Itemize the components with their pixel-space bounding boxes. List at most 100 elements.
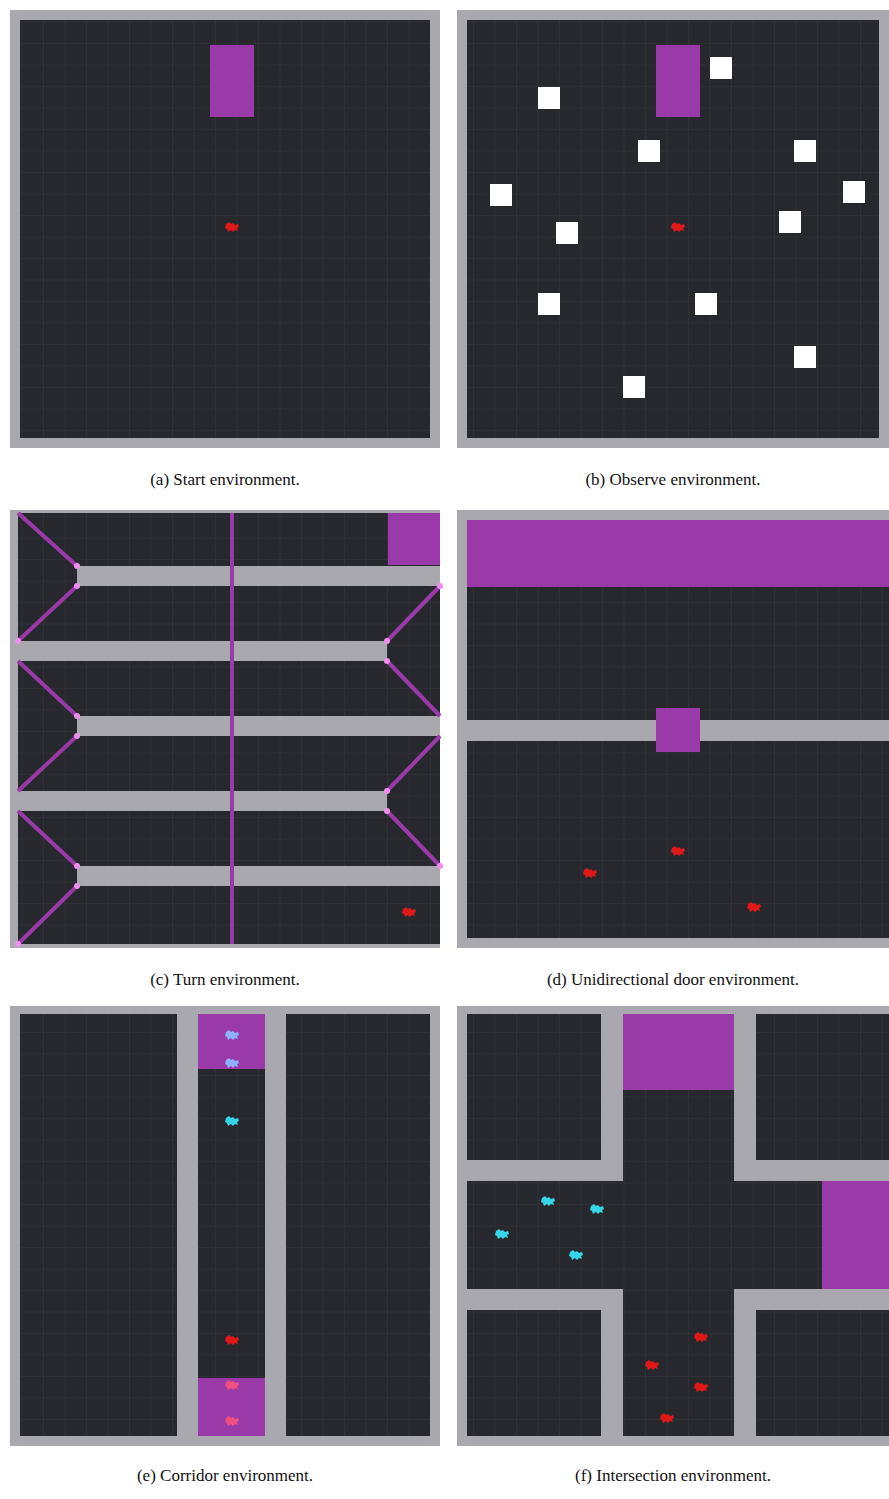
grid <box>467 20 879 438</box>
checkpoint-line <box>18 513 77 566</box>
corner-dot <box>384 658 390 664</box>
agent <box>694 1332 708 1342</box>
obstacles <box>490 57 865 398</box>
agent <box>645 1360 659 1370</box>
goal-region <box>467 520 889 587</box>
agent <box>225 222 239 232</box>
agent <box>590 1204 604 1214</box>
checkpoint-line <box>387 661 440 716</box>
wall <box>10 641 387 661</box>
inner-walls <box>457 1006 889 1446</box>
obstacle <box>710 57 732 79</box>
wall <box>734 1289 889 1310</box>
checkpoint-line <box>230 513 234 944</box>
agent <box>225 1380 239 1390</box>
wall <box>734 1160 889 1181</box>
wall <box>601 1006 623 1181</box>
wall-corners <box>15 563 443 947</box>
goal-region <box>210 45 254 117</box>
corner-dot <box>74 863 80 869</box>
agent <box>671 846 685 856</box>
corner-dot <box>74 883 80 889</box>
wall <box>734 1289 756 1446</box>
agent <box>225 1030 239 1040</box>
obstacle <box>794 346 816 368</box>
corner-dot <box>74 563 80 569</box>
floor <box>467 20 879 438</box>
wall <box>177 1006 198 1446</box>
wall <box>265 1006 286 1446</box>
obstacle <box>638 140 660 162</box>
corner-dot <box>74 733 80 739</box>
observe-panel <box>457 10 889 448</box>
agent <box>225 1116 239 1126</box>
obstacle <box>556 222 578 244</box>
agent <box>569 1250 583 1260</box>
grid <box>467 1014 889 1436</box>
corner-dot <box>437 863 443 869</box>
obstacle <box>843 181 865 203</box>
agent <box>747 902 761 912</box>
corner-dot <box>437 583 443 589</box>
obstacle <box>490 184 512 206</box>
checkpoint-line <box>18 736 77 791</box>
agent <box>225 1058 239 1068</box>
goal-region <box>822 1181 889 1289</box>
checkpoint-line <box>18 811 77 866</box>
agent <box>541 1196 555 1206</box>
door <box>656 708 700 752</box>
corner-dot <box>384 808 390 814</box>
wall <box>457 10 889 448</box>
checkpoint-lines <box>18 513 440 944</box>
corridor-panel <box>10 1006 440 1446</box>
wall <box>457 1006 889 1446</box>
checkpoint-line <box>18 586 77 641</box>
wall <box>10 1006 440 1446</box>
corner-dot <box>74 583 80 589</box>
panel-caption: (e) Corridor environment. <box>137 1466 313 1486</box>
agent <box>583 868 597 878</box>
wall <box>77 716 440 736</box>
obstacle <box>779 211 801 233</box>
wall <box>10 791 387 811</box>
panel-caption: (b) Observe environment. <box>585 470 760 490</box>
door-panel <box>457 510 889 948</box>
panel-caption: (f) Intersection environment. <box>575 1466 771 1486</box>
obstacle <box>794 140 816 162</box>
obstacle <box>695 293 717 315</box>
agent <box>402 907 416 917</box>
wall <box>10 10 440 448</box>
wall <box>457 1289 623 1310</box>
inner-walls <box>10 566 440 886</box>
grid <box>20 20 430 438</box>
agent <box>671 222 685 232</box>
intersection-panel <box>457 1006 889 1446</box>
goal-region <box>198 1014 265 1069</box>
goal-region <box>388 513 440 565</box>
floor <box>20 1014 430 1436</box>
checkpoint-line <box>387 586 440 641</box>
wall <box>77 566 440 586</box>
corner-dot <box>15 941 21 947</box>
obstacle <box>623 376 645 398</box>
goal-region <box>198 1378 265 1436</box>
goal-region <box>656 45 700 117</box>
agent <box>660 1413 674 1423</box>
wall <box>601 1289 623 1446</box>
corner-dot <box>74 713 80 719</box>
wall <box>457 1160 623 1181</box>
checkpoint-line <box>387 811 440 866</box>
wall <box>734 1006 756 1181</box>
checkpoint-line <box>18 661 77 716</box>
corner-dot <box>384 638 390 644</box>
panel-caption: (d) Unidirectional door environment. <box>547 970 799 990</box>
checkpoint-line <box>387 736 440 791</box>
goal-region <box>623 1014 734 1090</box>
panel-caption: (a) Start environment. <box>150 470 300 490</box>
wall <box>10 510 440 948</box>
floor <box>20 20 430 438</box>
start-panel <box>10 10 440 448</box>
grid <box>18 513 440 944</box>
obstacle <box>538 293 560 315</box>
